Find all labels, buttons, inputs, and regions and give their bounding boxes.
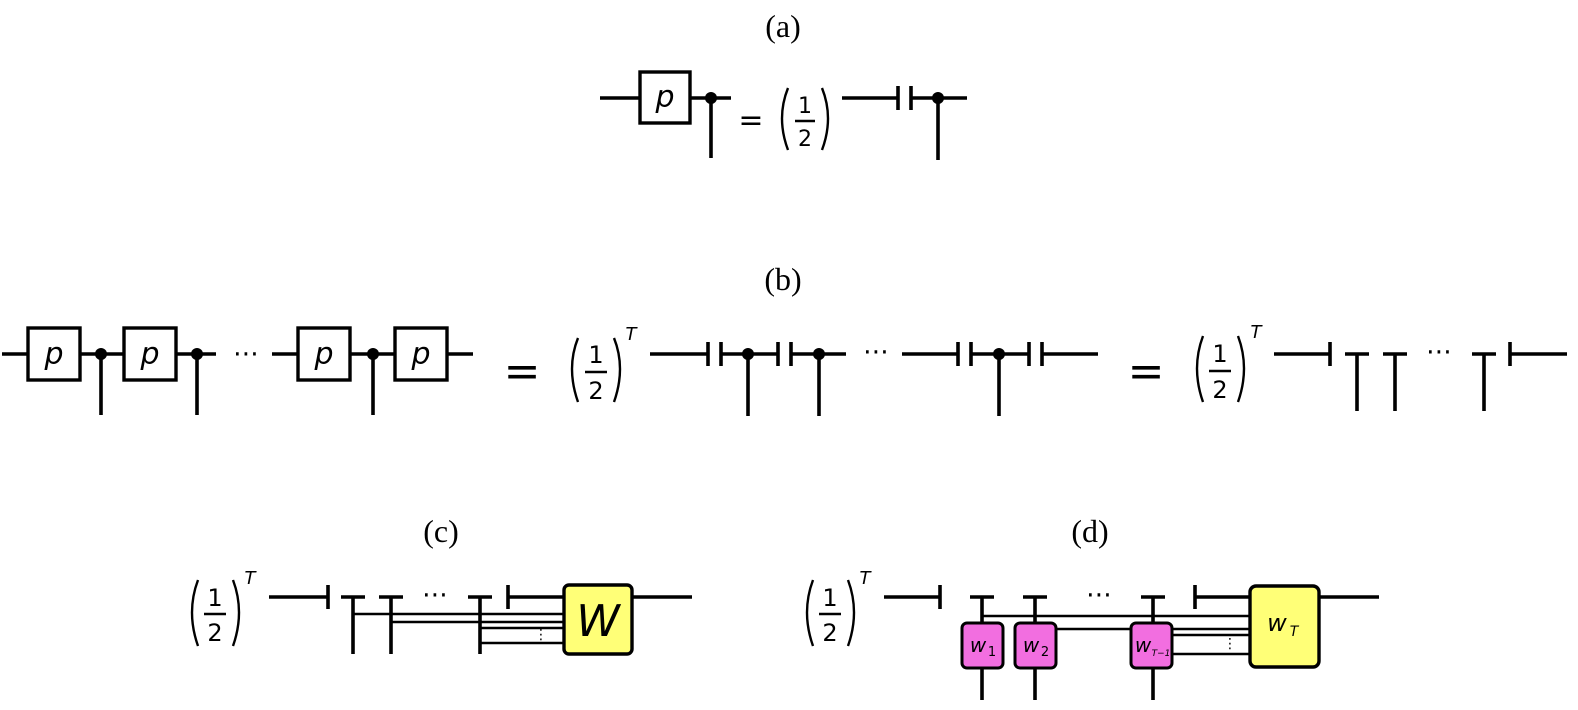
p-label: p <box>139 337 159 372</box>
wT-subscript: T <box>1290 624 1300 640</box>
frac-num: 1 <box>822 584 837 612</box>
wTminus1-subscript: T−1 <box>1152 649 1171 659</box>
vertical-ellipsis: ⋮ <box>534 627 548 643</box>
ellipsis: ⋯ <box>1426 337 1452 367</box>
w2-label: w <box>1023 633 1040 657</box>
left-paren <box>780 87 790 151</box>
p-box <box>122 326 178 382</box>
panel-d-label: (d) <box>1071 513 1108 549</box>
frac-den: 2 <box>798 127 812 152</box>
ellipsis: ⋯ <box>1086 580 1112 610</box>
p-label: p <box>654 80 674 115</box>
exponent-T: T <box>245 568 258 589</box>
p-box <box>296 326 352 382</box>
left-paren <box>805 579 815 647</box>
w1-label: w <box>970 633 987 657</box>
half-factor: 1 2 <box>780 87 830 152</box>
half-power-T-factor: 1 2 T <box>570 324 639 405</box>
w1-subscript: 1 <box>988 645 996 660</box>
exponent-T: T <box>626 324 639 345</box>
half-power-T-factor: 1 2 T <box>805 568 873 647</box>
frac-num: 1 <box>588 341 603 369</box>
wT-box <box>1248 584 1321 669</box>
vertical-ellipsis: ⋮ <box>1223 636 1237 652</box>
frac-num: 1 <box>798 94 812 119</box>
p-label: p <box>313 337 333 372</box>
p-label: p <box>43 337 63 372</box>
right-paren <box>612 337 622 403</box>
equals-sign: = <box>1128 346 1165 397</box>
right-paren <box>820 87 830 151</box>
equals-sign: = <box>504 346 541 397</box>
panel-c: (c) 1 2 T ⋯ ⋮ W <box>190 513 692 656</box>
left-paren <box>570 337 580 403</box>
wTminus1-label: w <box>1135 633 1152 657</box>
equals-sign: = <box>738 103 763 138</box>
frac-den: 2 <box>588 377 603 405</box>
p-label: p <box>410 337 430 372</box>
W-label: W <box>576 596 621 647</box>
w2-subscript: 2 <box>1041 645 1049 660</box>
ellipsis: ⋯ <box>422 580 448 610</box>
ellipsis: ⋯ <box>233 339 259 369</box>
frac-num: 1 <box>207 584 222 612</box>
ellipsis: ⋯ <box>863 337 889 367</box>
half-power-T-factor: 1 2 T <box>190 568 258 647</box>
frac-num: 1 <box>1212 340 1227 368</box>
W-box <box>562 583 634 656</box>
panel-c-label: (c) <box>423 513 459 549</box>
frac-den: 2 <box>822 619 837 647</box>
exponent-T: T <box>860 568 873 589</box>
panel-b-label: (b) <box>764 261 801 297</box>
right-paren <box>1236 335 1246 403</box>
wT-label: w <box>1267 609 1287 637</box>
frac-den: 2 <box>207 619 222 647</box>
left-paren <box>1195 335 1205 403</box>
panel-a: (a) p = 1 2 <box>600 8 967 160</box>
frac-den: 2 <box>1212 376 1227 404</box>
right-paren <box>231 579 241 647</box>
half-power-T-factor: 1 2 T <box>1195 322 1264 404</box>
panel-d: (d) 1 2 T ⋯ ⋮ w 1 w 2 <box>805 513 1379 700</box>
p-box <box>393 326 449 382</box>
left-paren <box>190 579 200 647</box>
panel-b: (b) p p ⋯ p p = 1 2 T <box>2 261 1567 416</box>
panel-a-label: (a) <box>765 8 801 44</box>
right-paren <box>846 579 856 647</box>
exponent-T: T <box>1251 322 1264 343</box>
